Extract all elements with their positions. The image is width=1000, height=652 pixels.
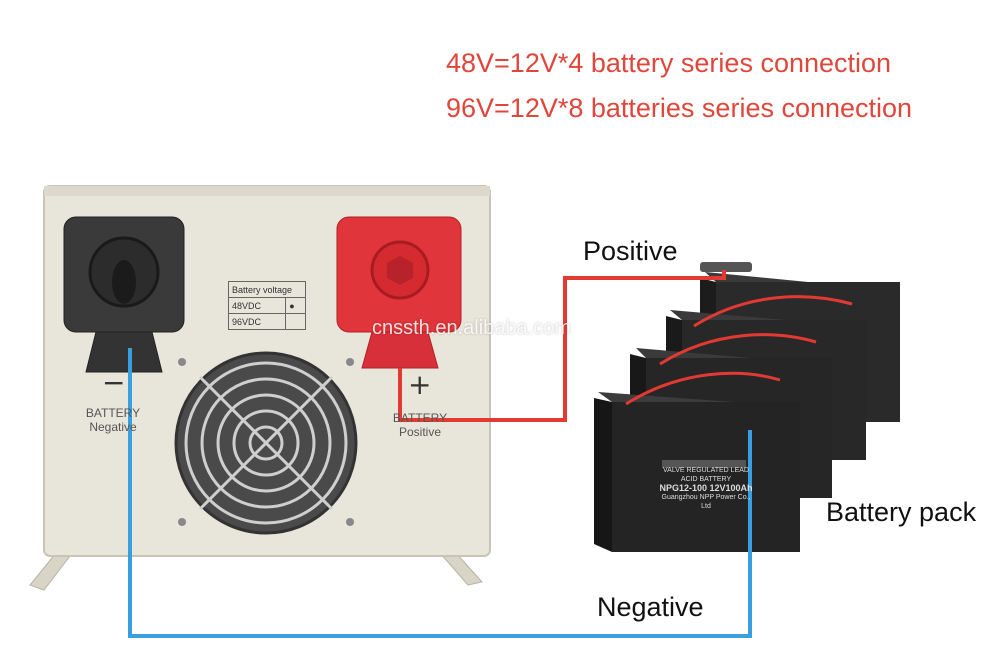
headline-96v: 96V=12V*8 batteries series connection <box>446 93 913 123</box>
voltage-option-96: 96VDC <box>227 313 287 330</box>
battery-handle <box>700 262 752 272</box>
inverter-left-foot <box>29 552 71 591</box>
inverter-unit <box>29 185 491 591</box>
positive-terminal-cap <box>336 216 462 369</box>
series-link-3 <box>693 295 853 328</box>
battery-1 <box>594 392 800 552</box>
series-link-1 <box>625 371 781 406</box>
voltage-option-48: 48VDC <box>227 297 287 314</box>
positive-wire <box>398 270 726 422</box>
cooling-fan-grille <box>174 351 358 535</box>
battery-positive-label: BATTERY Positive <box>375 411 465 439</box>
negative-callout: Negative <box>597 592 704 622</box>
plus-sign: + <box>408 368 432 401</box>
battery-front-label: VALVE REGULATED LEAD ACID BATTERY NPG12-… <box>656 466 756 511</box>
series-link-2 <box>659 333 817 366</box>
battery-voltage-table: Battery voltage 48VDC ● 96VDC <box>227 281 306 330</box>
negative-label-line2: Negative <box>89 420 137 434</box>
inverter-right-foot <box>438 552 483 586</box>
battery-label-type: VALVE REGULATED LEAD ACID BATTERY <box>663 467 749 483</box>
voltage-table-header: Battery voltage <box>228 281 306 298</box>
battery-label-maker: Guangzhou NPP Power Co., Ltd <box>661 494 751 510</box>
positive-label-line2: Positive <box>398 425 442 439</box>
battery-label-model: NPG12-100 12V100Ah <box>659 483 753 493</box>
voltage-selected-mark: ● <box>285 297 306 314</box>
negative-wire <box>128 348 752 638</box>
voltage-empty-cell <box>285 313 306 330</box>
battery-pack-callout: Battery pack <box>826 497 977 527</box>
positive-callout: Positive <box>583 236 678 266</box>
negative-label-line1: BATTERY <box>85 406 141 420</box>
inverter-top-edge <box>44 186 490 196</box>
minus-sign: − <box>102 366 126 399</box>
battery-pack <box>594 262 900 552</box>
positive-label-line1: BATTERY <box>392 411 448 425</box>
battery-negative-label: BATTERY Negative <box>68 406 158 434</box>
watermark: cnssth.en.alibaba.com <box>372 317 572 339</box>
negative-terminal-cap <box>63 216 185 373</box>
headline-48v: 48V=12V*4 battery series connection <box>446 48 892 78</box>
